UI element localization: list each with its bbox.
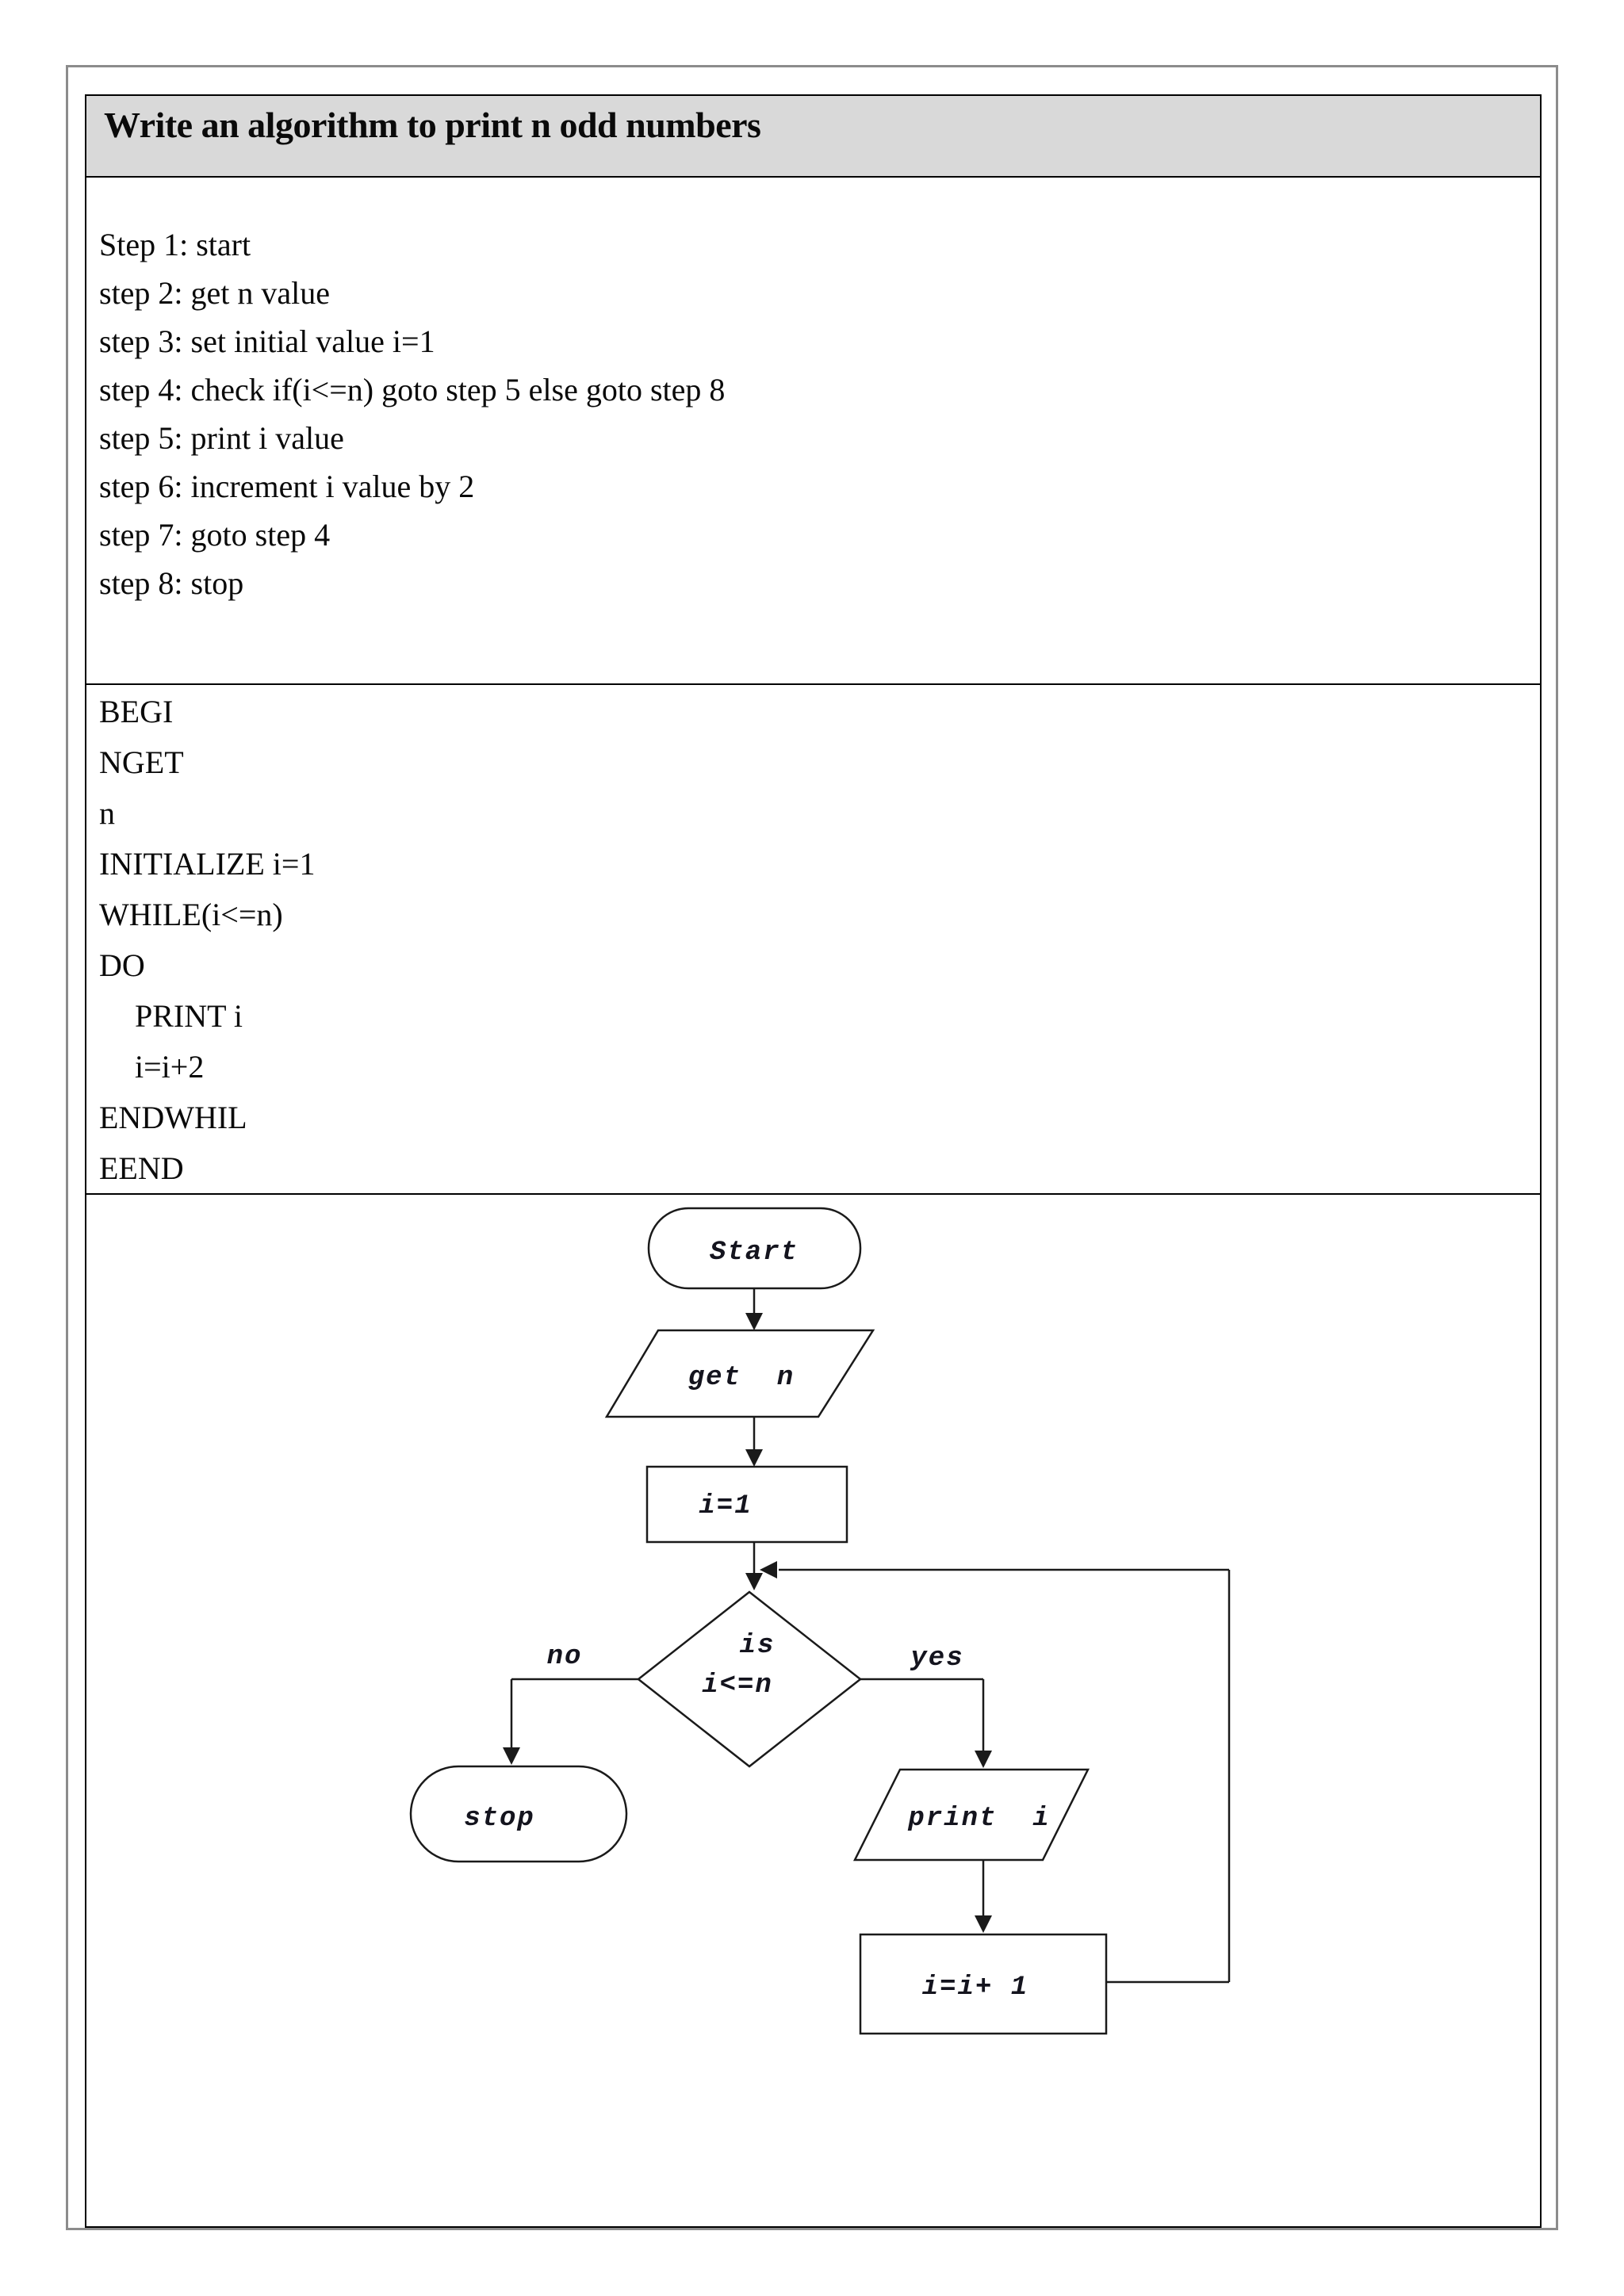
pseudocode-line: EEND [99,1150,184,1186]
start-terminator-shape [647,1207,862,1290]
arrowhead-into-stop [503,1747,520,1765]
input-parallelogram-shape [604,1329,875,1418]
pseudocode-line: PRINT i [135,998,243,1034]
arrowhead-into-increment [975,1915,992,1933]
pseudocode-line: i=i+2 [135,1049,205,1085]
arrowhead-into-output [975,1751,992,1768]
page-title: Write an algorithm to print n odd number… [104,105,761,145]
pseudocode-line: INITIALIZE i=1 [99,846,316,882]
input-label: get n [688,1363,795,1393]
pseudocode-line: NGET [99,744,184,780]
init-process-shape [645,1465,848,1544]
yes-branch-label: yes [910,1644,963,1674]
start-label: Start [710,1238,799,1268]
decision-label-line2: i<=n [702,1670,773,1701]
pseudocode-line: BEGI [99,694,174,729]
table-header-row: Write an algorithm to print n odd number… [86,96,1540,178]
document-table: Write an algorithm to print n odd number… [85,94,1542,2228]
algorithm-step: step 5: print i value [99,420,344,456]
arrowhead-into-init [745,1449,763,1467]
arrowhead-loopback-left [760,1561,777,1578]
stop-terminator-shape [409,1765,628,1863]
pseudocode-line: n [99,795,115,831]
increment-label: i=i+ 1 [922,1973,1028,2003]
pseudocode-section: BEGI NGET n INITIALIZE i=1 WHILE(i<=n) D… [86,685,1540,1195]
pseudocode-line: ENDWHIL [99,1100,247,1135]
pseudocode-line: WHILE(i<=n) [99,897,283,932]
pseudocode-line: DO [99,947,145,983]
arrowhead-into-decision [745,1573,763,1590]
algorithm-step: step 4: check if(i<=n) goto step 5 else … [99,372,726,408]
algorithm-step: step 8: stop [99,565,244,601]
init-label: i=1 [699,1491,752,1521]
algorithm-step: step 3: set initial value i=1 [99,323,435,359]
increment-process-shape [859,1933,1108,2035]
algorithm-step: Step 1: start [99,227,251,262]
decision-diamond-shape [636,1590,863,1768]
output-label: print i [907,1804,1050,1834]
decision-label-line1: is [740,1631,776,1661]
stop-label: stop [464,1804,535,1834]
arrowhead-into-input [745,1313,763,1330]
no-branch-label: no [547,1642,583,1672]
algorithm-step: step 6: increment i value by 2 [99,469,475,504]
algorithm-step: step 7: goto step 4 [99,517,331,553]
algorithm-step: step 2: get n value [99,275,331,311]
output-parallelogram-shape [852,1768,1090,1862]
algorithm-steps-section: Step 1: start step 2: get n value step 3… [86,178,1540,685]
